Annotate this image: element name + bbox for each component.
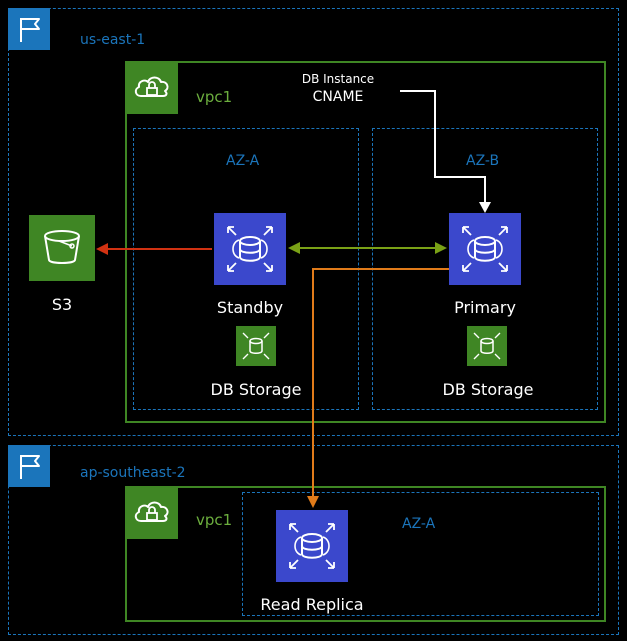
az-label-a-east: AZ-A	[226, 153, 260, 169]
vpc-label-east: vpc1	[196, 88, 233, 106]
region-flag-icon	[8, 8, 50, 50]
s3-bucket-icon	[29, 215, 95, 281]
primary-label: Primary	[454, 298, 516, 317]
primary-db-storage-icon	[467, 326, 507, 366]
vpc-cloud-lock-icon	[126, 62, 178, 114]
region-label-us-east-1: us-east-1	[80, 32, 146, 48]
primary-rds-instance-icon	[449, 213, 521, 285]
cname-line2: CNAME	[312, 89, 364, 105]
s3-label: S3	[51, 295, 73, 314]
vpc-cloud-lock-icon	[126, 487, 178, 539]
region-flag-icon	[8, 445, 50, 487]
region-label-ap-southeast-2: ap-southeast-2	[80, 465, 186, 481]
vpc-label-ap: vpc1	[196, 511, 233, 529]
az-label-a-ap: AZ-A	[402, 516, 436, 532]
standby-db-storage-icon	[236, 326, 276, 366]
cname-line1: DB Instance	[301, 72, 375, 86]
read-replica-rds-instance-icon	[276, 510, 348, 582]
standby-storage-label: DB Storage	[210, 380, 302, 399]
standby-rds-instance-icon	[214, 213, 286, 285]
primary-storage-label: DB Storage	[442, 380, 534, 399]
az-label-b-east: AZ-B	[466, 153, 500, 169]
read-replica-label: Read Replica	[260, 595, 364, 614]
standby-label: Standby	[216, 298, 284, 317]
cname-label: DB Instance CNAME	[278, 72, 398, 105]
